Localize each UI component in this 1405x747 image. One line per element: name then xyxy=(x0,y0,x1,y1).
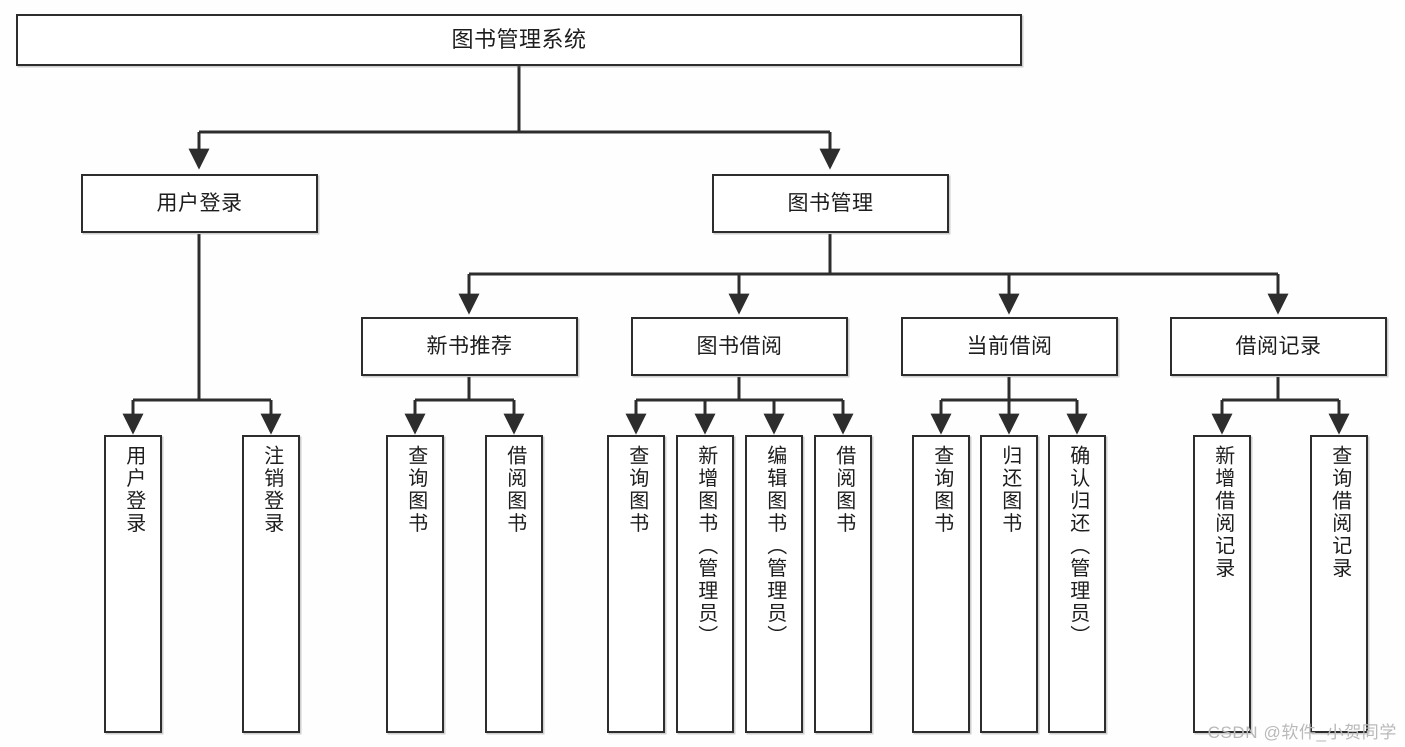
watermark: CSDN @软件_小贺同学 xyxy=(1207,723,1397,742)
node-leaf-return-book[interactable]: 归还图书 xyxy=(980,435,1038,733)
node-leaf-borrow-book-2[interactable]: 借阅图书 xyxy=(814,435,872,733)
node-label: 查询图书 xyxy=(930,445,953,535)
node-label: 新增借阅记录 xyxy=(1211,445,1234,580)
node-label: 查询借阅记录 xyxy=(1328,445,1351,580)
node-label: 图书借阅 xyxy=(696,334,783,358)
node-leaf-user-login[interactable]: 用户登录 xyxy=(104,435,162,733)
node-label: 用户登录 xyxy=(156,191,243,215)
node-leaf-add-book[interactable]: 新增图书（管理员） xyxy=(676,435,734,733)
node-label: 编辑图书（管理员） xyxy=(763,445,786,648)
node-book-borrow[interactable]: 图书借阅 xyxy=(631,317,848,376)
node-label: 新书推荐 xyxy=(426,334,513,358)
node-label: 借阅图书 xyxy=(503,445,526,535)
node-leaf-add-record[interactable]: 新增借阅记录 xyxy=(1193,435,1251,733)
node-label: 确认归还（管理员） xyxy=(1066,445,1089,648)
node-label: 图书管理系统 xyxy=(451,26,587,52)
node-label: 新增图书（管理员） xyxy=(694,445,717,648)
node-label: 借阅记录 xyxy=(1235,334,1322,358)
node-leaf-borrow-book-1[interactable]: 借阅图书 xyxy=(485,435,543,733)
node-leaf-query-record[interactable]: 查询借阅记录 xyxy=(1310,435,1368,733)
node-leaf-query-book-2[interactable]: 查询图书 xyxy=(607,435,665,733)
node-label: 注销登录 xyxy=(260,445,283,535)
node-book-management-system[interactable]: 图书管理系统 xyxy=(16,14,1022,66)
node-leaf-confirm-return[interactable]: 确认归还（管理员） xyxy=(1048,435,1106,733)
node-label: 当前借阅 xyxy=(966,334,1053,358)
node-label: 查询图书 xyxy=(625,445,648,535)
node-book-manage[interactable]: 图书管理 xyxy=(712,174,949,233)
node-current-borrow[interactable]: 当前借阅 xyxy=(901,317,1118,376)
node-label: 归还图书 xyxy=(998,445,1021,535)
node-user-login[interactable]: 用户登录 xyxy=(81,174,318,233)
node-leaf-query-book-3[interactable]: 查询图书 xyxy=(912,435,970,733)
node-new-book-recommend[interactable]: 新书推荐 xyxy=(361,317,578,376)
node-label: 用户登录 xyxy=(122,445,145,535)
node-label: 图书管理 xyxy=(787,191,874,215)
node-borrow-record[interactable]: 借阅记录 xyxy=(1170,317,1387,376)
node-label: 借阅图书 xyxy=(832,445,855,535)
node-leaf-logout-login[interactable]: 注销登录 xyxy=(242,435,300,733)
node-label: 查询图书 xyxy=(404,445,427,535)
node-leaf-query-book-1[interactable]: 查询图书 xyxy=(386,435,444,733)
node-leaf-edit-book[interactable]: 编辑图书（管理员） xyxy=(745,435,803,733)
